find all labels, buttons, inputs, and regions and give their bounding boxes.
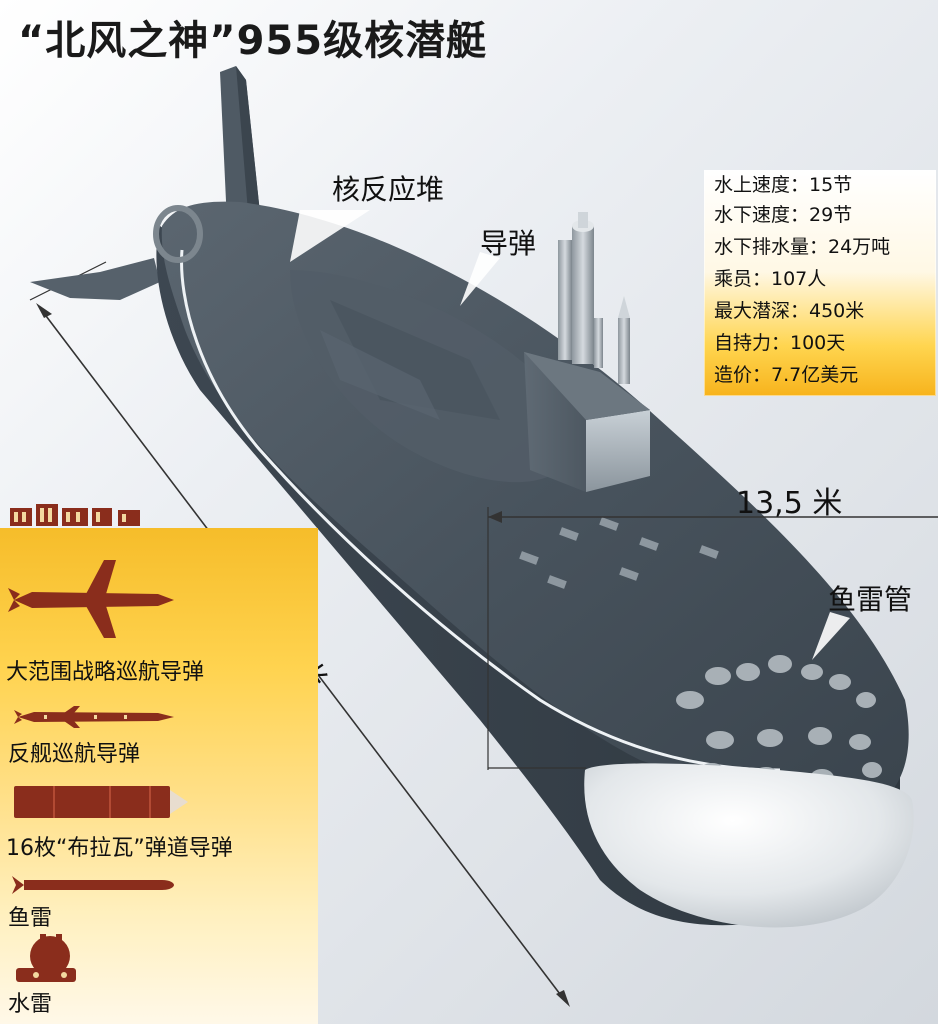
missile-callout: 导弹	[480, 227, 537, 260]
spec-cost: 造价：7.7亿美元	[714, 364, 859, 386]
hull-stripe	[180, 249, 781, 772]
weapon-label-naval-mine: 水雷	[8, 992, 53, 1017]
spec-submerged-speed: 水下速度：29节	[714, 204, 853, 226]
torpedo-tubes-callout: 鱼雷管	[828, 583, 913, 616]
weapons-legend: 大范围战略巡航导弹 反舰巡航导弹 16枚“布拉瓦”弹道导弹	[0, 528, 318, 1024]
ballistic-missile-icon	[14, 786, 188, 818]
weapon-label-strategic-cruise-missile: 大范围战略巡航导弹	[6, 660, 205, 685]
stern-ring	[153, 205, 203, 263]
spec-endurance: 自持力：100天	[714, 332, 846, 354]
spec-displacement: 水下排水量：24万吨	[714, 236, 891, 258]
torpedo-callout-pointer	[812, 612, 850, 660]
specs-panel: 水上速度：15节 水下速度：29节 水下排水量：24万吨 乘员：107人 最大潜…	[704, 170, 936, 396]
spec-max-depth: 最大潜深：450米	[714, 300, 865, 322]
reactor-callout: 核反应堆	[332, 173, 445, 206]
deck-vents	[519, 517, 719, 589]
weapon-label-ballistic-missile: 16枚“布拉瓦”弹道导弹	[6, 836, 233, 861]
strategic-cruise-missile-icon	[8, 560, 174, 638]
weapons-header-graphic	[10, 504, 140, 526]
stern-fin	[30, 258, 160, 300]
anti-ship-cruise-missile-icon	[14, 706, 174, 728]
bow-sonar-dome	[584, 763, 914, 928]
missile-callout-pointer	[460, 252, 500, 306]
weapon-label-torpedo: 鱼雷	[8, 906, 53, 931]
torpedo-icon	[12, 876, 174, 894]
spec-crew: 乘员：107人	[714, 268, 827, 290]
reactor-callout-pointer	[290, 210, 370, 262]
sail-masts	[558, 212, 630, 384]
diagram-title: “北风之神”955级核潜艇	[18, 18, 488, 64]
spec-surface-speed: 水上速度：15节	[714, 174, 853, 196]
weapon-label-anti-ship-cruise-missile: 反舰巡航导弹	[8, 742, 141, 767]
naval-mine-icon	[16, 934, 76, 982]
width-dimension-line	[487, 507, 938, 770]
width-label: 13,5 米	[736, 486, 843, 521]
